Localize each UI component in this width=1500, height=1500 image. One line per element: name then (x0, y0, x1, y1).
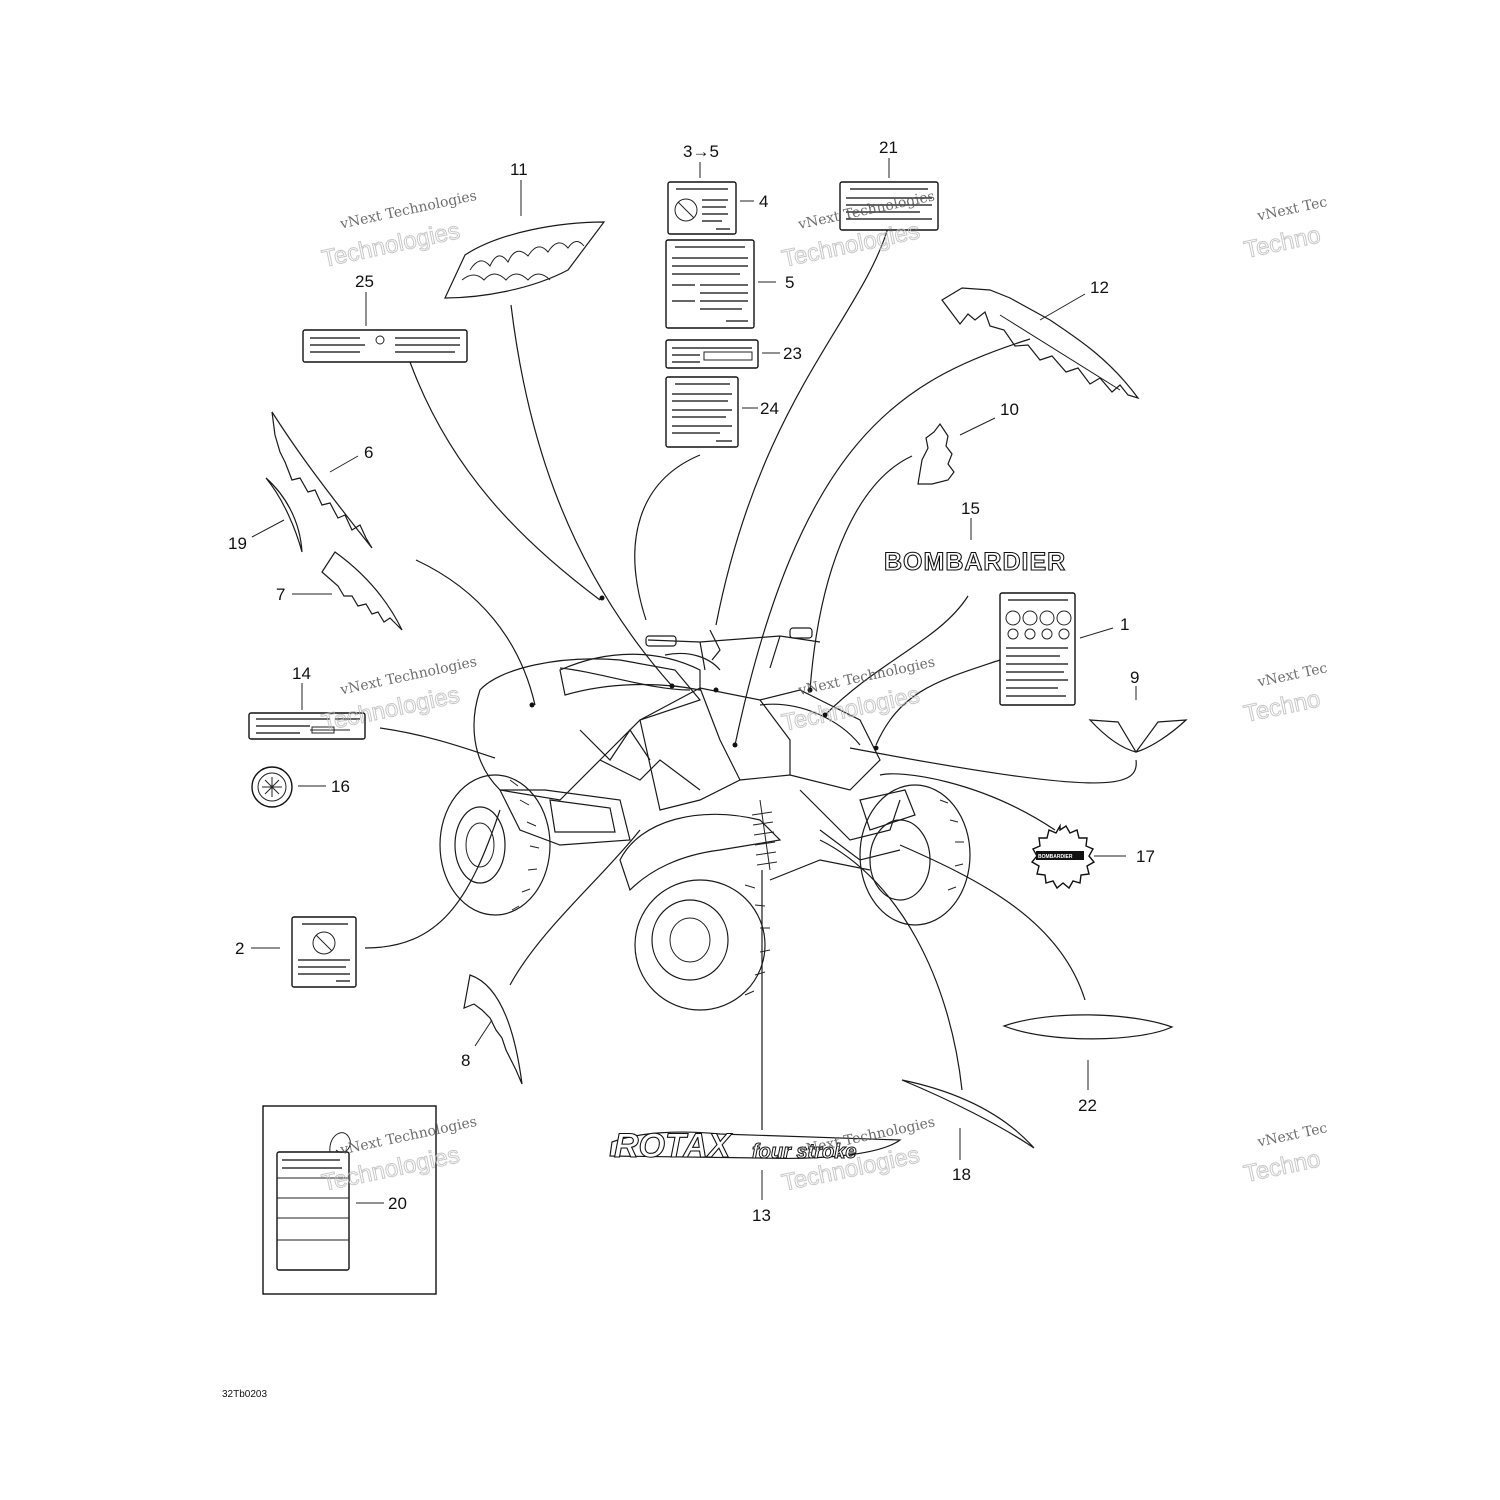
front-shock (751, 799, 778, 871)
callout-20: 20 (388, 1194, 407, 1213)
decal-19-sweep (265, 477, 303, 553)
callout-3-to-5: 3→5 (683, 142, 719, 161)
svg-text:vNext Tec: vNext Tec (1255, 194, 1329, 225)
decal-18-sweep (901, 1079, 1035, 1149)
decal-14-label (248, 712, 366, 740)
decal-2-warning-label (291, 916, 357, 988)
svg-text:vNext Tec: vNext Tec (1255, 1120, 1329, 1151)
decal-11-flame (444, 221, 606, 299)
callout-8: 8 (461, 1051, 470, 1070)
watermark-9: vNext Tec Techno (1241, 1120, 1329, 1188)
handlebar (645, 627, 821, 671)
callout-numbers: 11 25 3→5 4 5 23 24 21 12 10 6 19 7 15 1… (228, 138, 1155, 1225)
watermark-6: vNext Technologies Technologies (779, 1114, 937, 1197)
atv-illustration (439, 595, 971, 1011)
callout-13: 13 (752, 1206, 771, 1225)
callout-4: 4 (759, 192, 768, 211)
callout-24: 24 (760, 399, 779, 418)
front-wheel-left (634, 879, 771, 1011)
decal-6-flame-strip (271, 411, 373, 549)
svg-text:vNext Tec: vNext Tec (1255, 660, 1329, 691)
callout-7: 7 (276, 585, 285, 604)
decal-24-warning-label (665, 376, 739, 448)
callout-11: 11 (510, 160, 528, 179)
callout-25: 25 (355, 272, 374, 291)
decal-9-chevron (1088, 719, 1188, 754)
callout-19: 19 (228, 534, 247, 553)
callout-12: 12 (1090, 278, 1109, 297)
watermark-7: vNext Tec Techno (1241, 194, 1329, 264)
decal-7-flame (321, 551, 403, 631)
gear-emblem-text: BOMBARDIER (1038, 854, 1073, 860)
decal-22-lens (1002, 1014, 1174, 1040)
decal-13-rotax: ROTAX four stroke (609, 1126, 902, 1166)
decal-5-warning-label (665, 239, 755, 329)
decal-23-strip-label (665, 339, 759, 369)
callout-16: 16 (331, 777, 350, 796)
callout-18: 18 (952, 1165, 971, 1184)
watermark-3: vNext Technologies Technologies (319, 654, 479, 738)
svg-text:Techno: Techno (1242, 221, 1323, 264)
watermark-8: vNext Tec Techno (1241, 660, 1329, 728)
svg-text:Techno: Techno (1241, 685, 1322, 728)
decal-1-warning-label (999, 592, 1076, 706)
decal-16-round-emblem (251, 766, 293, 808)
callout-17: 17 (1136, 847, 1155, 866)
callout-15: 15 (961, 499, 980, 518)
decal-8-flame (463, 974, 523, 1085)
callout-22: 22 (1078, 1096, 1097, 1115)
watermarks: vNext Technologies Technologies vNext Te… (319, 188, 1329, 1197)
decal-12-flame-strip (941, 287, 1140, 400)
callout-23: 23 (783, 344, 802, 363)
watermark-4: vNext Technologies Technologies (779, 654, 937, 737)
brand-text: BOMBARDIER (884, 548, 1066, 576)
rear-wheel (439, 774, 551, 916)
decal-20-manual-tag (262, 1105, 437, 1295)
callout-10: 10 (1000, 400, 1019, 419)
front-wheel-right (859, 784, 971, 926)
callout-2: 2 (235, 939, 244, 958)
callout-6: 6 (364, 443, 373, 462)
callout-1: 1 (1120, 615, 1129, 634)
decal-21-label (839, 181, 939, 231)
figure-code: 32Tb0203 (222, 1389, 267, 1400)
decal-4-warning-label (667, 181, 737, 235)
decal-17-gear-emblem: BOMBARDIER (1030, 823, 1096, 890)
callout-ticks (251, 158, 1137, 1204)
callout-5: 5 (785, 273, 794, 292)
decal-10-flame (917, 422, 955, 485)
callout-9: 9 (1130, 668, 1139, 687)
callout-14: 14 (292, 664, 311, 683)
watermark-1: vNext Technologies Technologies (319, 188, 478, 273)
decal-15-brand: BOMBARDIER (883, 547, 1066, 576)
four-stroke-text: four stroke (752, 1141, 856, 1163)
rotax-text: ROTAX (614, 1127, 733, 1165)
callout-21: 21 (879, 138, 898, 157)
svg-text:Techno: Techno (1241, 1145, 1322, 1188)
decal-25-label (302, 329, 468, 363)
